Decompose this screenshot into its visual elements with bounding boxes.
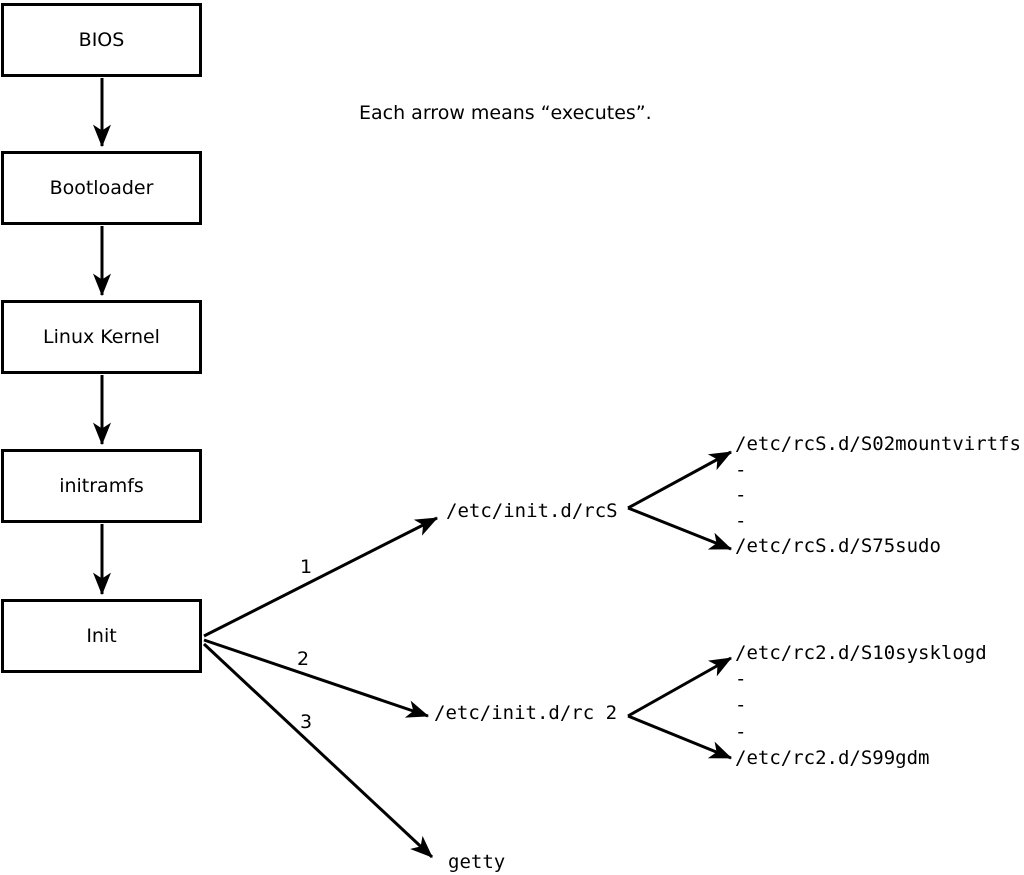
node-bootloader-label: Bootloader — [49, 177, 154, 199]
arrow-rc2-to-s10sysklogd — [627, 656, 732, 718]
branch-2-number: 2 — [297, 648, 310, 670]
arrow-rcs-to-s02mountvirtfs — [627, 450, 732, 510]
node-init: Init — [1, 599, 202, 673]
rcs-script-s75sudo: /etc/rcS.d/S75sudo — [735, 535, 941, 558]
node-etc-init-d-rc2: /etc/init.d/rc 2 — [434, 702, 618, 724]
branch-3-number: 3 — [300, 711, 313, 733]
node-linux-kernel: Linux Kernel — [1, 300, 202, 374]
node-bios-label: BIOS — [78, 29, 125, 51]
rc2-script-ellipsis-2: - — [735, 694, 747, 717]
rcs-script-ellipsis-3: - — [735, 509, 747, 532]
node-initramfs-label: initramfs — [59, 475, 144, 497]
node-bios: BIOS — [1, 3, 202, 77]
rcs-script-ellipsis-2: - — [735, 484, 747, 507]
rcs-script-s02mountvirtfs: /etc/rcS.d/S02mountvirtfs — [735, 433, 1021, 455]
node-linux-kernel-label: Linux Kernel — [43, 326, 160, 348]
node-init-label: Init — [86, 625, 117, 647]
node-bootloader: Bootloader — [1, 151, 202, 225]
branch-1-number: 1 — [300, 556, 313, 578]
node-etc-init-d-rcs: /etc/init.d/rcS — [446, 500, 618, 522]
node-initramfs: initramfs — [1, 449, 202, 523]
rc2-script-ellipsis-1: - — [735, 668, 747, 691]
rcs-script-list: /etc/rcS.d/S02mountvirtfs - - - /etc/rcS… — [735, 432, 1021, 560]
arrow-init-to-rc2 — [203, 638, 430, 718]
rc2-script-s99gdm: /etc/rc2.d/S99gdm — [735, 746, 930, 769]
rc2-script-list: /etc/rc2.d/S10sysklogd - - - /etc/rc2.d/… — [735, 640, 1024, 771]
legend-note: Each arrow means “executes”. — [359, 102, 652, 124]
rcs-script-ellipsis-1: - — [735, 458, 747, 481]
rc2-script-s10sysklogd: /etc/rc2.d/S10sysklogd — [735, 642, 987, 664]
node-getty: getty — [448, 851, 506, 873]
arrow-rc2-to-s99gdm — [627, 714, 733, 760]
arrow-init-to-rcs — [203, 516, 439, 638]
arrow-rcs-to-s75sudo — [627, 506, 733, 551]
arrow-init-to-getty — [202, 642, 434, 859]
rc2-script-ellipsis-3: - — [735, 720, 747, 743]
